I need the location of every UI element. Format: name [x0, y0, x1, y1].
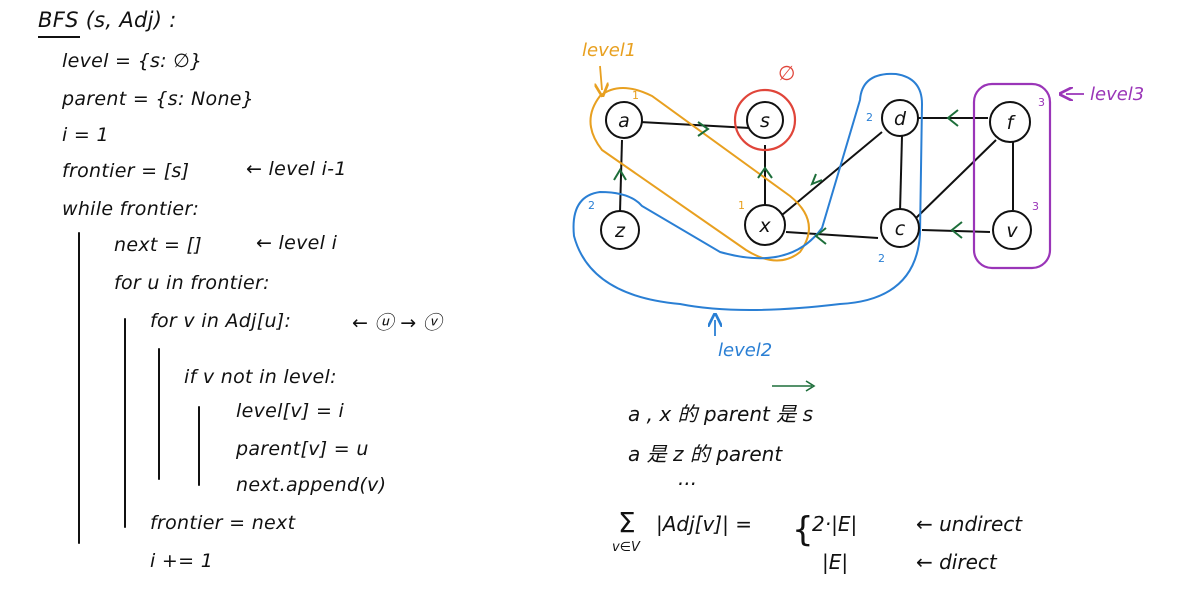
level1-pointer: [600, 65, 602, 90]
empty-set-label: ∅: [778, 61, 795, 85]
annotation-edge: ← ⓤ → ⓥ: [352, 312, 443, 334]
node-label-z: z: [614, 220, 626, 242]
code-line-increment: i += 1: [150, 550, 214, 572]
code-line-for-v: for v in Adj[u]:: [150, 310, 292, 332]
node-a: [605, 101, 643, 139]
graph-nodes: [600, 99, 1032, 250]
node-label-x: x: [758, 215, 771, 237]
node-v: [992, 210, 1032, 250]
level1-region: [589, 87, 810, 262]
undirected-label: ← undirect: [916, 512, 1023, 536]
sum-expression: |Adj[v]| =: [656, 512, 752, 536]
for-u-block-bar: [124, 318, 126, 528]
edge-c-f: [915, 139, 997, 219]
arrow-x-to-s: [757, 166, 773, 179]
level3-region: [972, 82, 1052, 270]
edge-a-s: [639, 121, 751, 129]
code-line-append: next.append(v): [236, 474, 387, 496]
for-v-block-bar: [158, 348, 160, 480]
edge-d-c: [899, 135, 903, 213]
graph-panel: a s d f z x c v 1 1 2 2 2 3 3 level1 ∅ l…: [560, 0, 1194, 599]
node-s: [746, 101, 784, 139]
level-mark-v: 3: [1032, 200, 1039, 213]
bfs-graph: a s d f z x c v 1 1 2 2 2 3 3 level1 ∅ l…: [572, 40, 1144, 361]
directed-label: ← direct: [916, 550, 997, 574]
note-ellipsis: ...: [678, 466, 698, 490]
annotation-next: ← level i: [256, 232, 338, 254]
arrow-a-to-s: [697, 121, 710, 137]
edge-x-c: [785, 231, 879, 239]
edge-a-z: [619, 139, 623, 213]
edge-x-d: [781, 131, 883, 216]
note-parent-of-a-x: a , x 的 parent 是 s: [628, 402, 814, 426]
level1-label: level1: [582, 40, 636, 61]
arrow-c-to-x: [814, 227, 827, 245]
arrow-d-to-x: [810, 173, 823, 186]
code-line-set-parent: parent[v] = u: [236, 438, 369, 460]
note-parent-of-z: a 是 z 的 parent: [628, 442, 783, 466]
node-z: [600, 210, 640, 250]
undirected-count: 2·|E|: [812, 512, 858, 536]
sum-symbol: Σ: [618, 506, 636, 539]
brace: {: [792, 510, 814, 550]
arrow-v-to-c: [950, 221, 963, 239]
arrow-f-to-d: [946, 109, 959, 127]
if-block-bar: [198, 406, 200, 486]
annotation-frontier: ← level i-1: [246, 158, 347, 180]
node-f: [989, 101, 1031, 143]
code-line-next: next = []: [114, 234, 202, 256]
code-line-set-level: level[v] = i: [236, 400, 345, 422]
notes-arrow: [772, 380, 816, 392]
function-signature: BFS (s, Adj) :: [38, 8, 177, 32]
node-label-c: c: [895, 218, 906, 240]
code-line-frontier: frontier = [s]: [62, 160, 190, 182]
node-x: [744, 204, 786, 246]
level-mark-d: 2: [866, 111, 873, 124]
code-line-while: while frontier:: [62, 198, 200, 220]
node-label-a: a: [618, 110, 630, 132]
node-label-s: s: [760, 110, 770, 132]
code-line-if: if v not in level:: [184, 366, 337, 388]
code-line-frontier-next: frontier = next: [150, 512, 296, 534]
graph-edges: [619, 117, 1014, 239]
node-d: [881, 99, 919, 137]
parent-arrows: [613, 109, 963, 245]
level-mark-c: 2: [878, 252, 885, 265]
level2-label: level2: [718, 340, 772, 361]
sum-subscript: v∈V: [612, 540, 640, 555]
level-mark-a: 1: [632, 89, 639, 102]
arrow-z-to-a: [613, 168, 627, 181]
level-mark-x: 1: [738, 199, 745, 212]
level0-region: [733, 88, 797, 152]
code-line-level: level = {s: ∅}: [62, 50, 203, 72]
code-line-for-u: for u in frontier:: [114, 272, 270, 294]
code-line-parent: parent = {s: None}: [62, 88, 255, 110]
level3-label: level3: [1090, 84, 1144, 105]
level-mark-z: 2: [588, 199, 595, 212]
node-label-f: f: [1007, 112, 1017, 134]
pseudocode-panel: BFS (s, Adj) : level = {s: ∅} parent = {…: [0, 0, 560, 599]
node-label-d: d: [894, 108, 907, 130]
level-mark-f: 3: [1038, 96, 1045, 109]
directed-count: |E|: [822, 550, 849, 574]
node-label-v: v: [1006, 220, 1018, 242]
level2-region: [572, 72, 924, 311]
edge-c-v: [921, 229, 991, 233]
code-line-i: i = 1: [62, 124, 109, 146]
node-c: [880, 208, 920, 248]
title-underline: [38, 36, 80, 38]
while-block-bar: [78, 232, 80, 544]
